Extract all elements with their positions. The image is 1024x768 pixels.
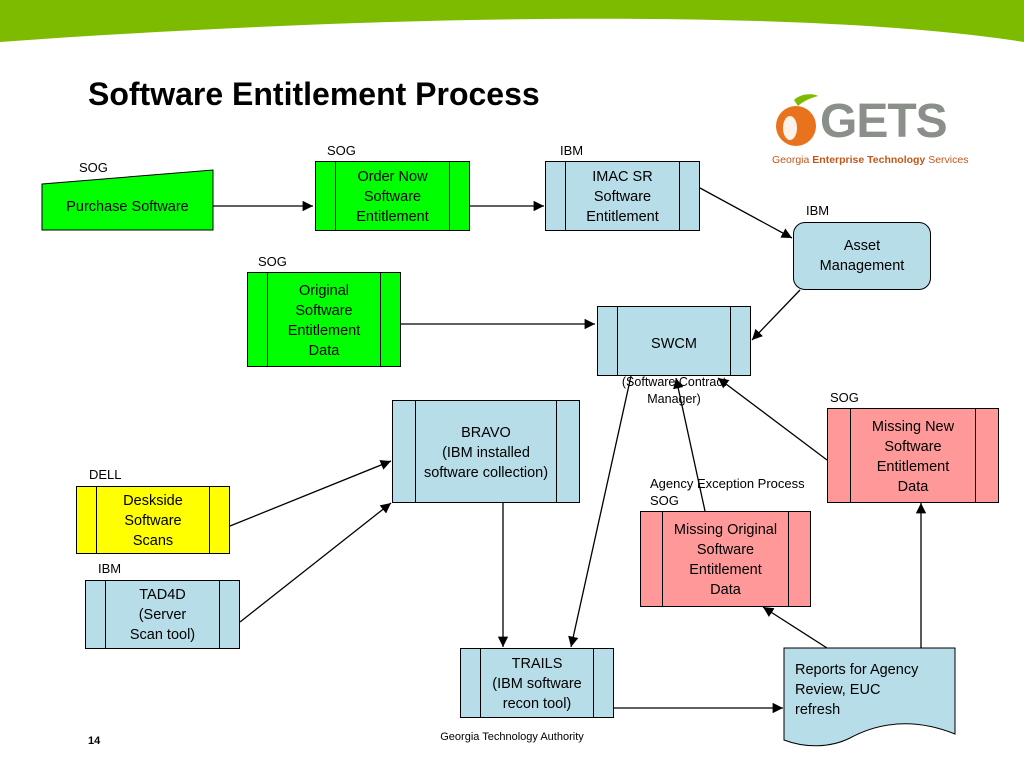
arrow-missing-new-to-swcm	[717, 377, 828, 461]
swcm-box: SWCM (Software Contract Manager)	[597, 306, 751, 406]
tad4d-label: TAD4D (Server Scan tool)	[129, 587, 196, 643]
logo-wordmark: GETS	[820, 95, 948, 148]
order-now-owner-tag: SOG	[327, 143, 356, 158]
reports-box: Reports for Agency Review, EUC refresh	[795, 660, 955, 722]
reports-label: Reports for Agency Review, EUC refresh	[795, 662, 919, 718]
bravo-box: BRAVO (IBM installed software collection…	[392, 400, 580, 503]
missing-original-box: Missing Original Software Entitlement Da…	[640, 511, 811, 607]
missing-new-box: Missing New Software Entitlement Data	[827, 408, 999, 503]
purchase-software-box: Purchase Software	[42, 193, 213, 221]
asset-owner-tag: IBM	[806, 203, 830, 218]
agency-exception-tag: Agency Exception Process	[650, 476, 805, 491]
deskside-box: Deskside Software Scans	[76, 486, 230, 554]
deskside-label: Deskside Software Scans	[123, 493, 183, 549]
trails-box: TRAILS (IBM software recon tool)	[460, 648, 614, 718]
page-title: Software Entitlement Process	[88, 76, 540, 112]
orange-logo-icon	[776, 94, 818, 146]
tad4d-box: TAD4D (Server Scan tool)	[85, 580, 240, 649]
missing-original-label: Missing Original Software Entitlement Da…	[673, 522, 778, 598]
page-number: 14	[88, 735, 101, 747]
top-banner	[0, 0, 1024, 42]
missing-new-owner-tag: SOG	[830, 390, 859, 405]
footer-text: Georgia Technology Authority	[440, 731, 584, 743]
imac-box: IMAC SR Software Entitlement	[545, 161, 700, 231]
arrow-imac-to-asset	[699, 187, 793, 239]
tad4d-owner-tag: IBM	[98, 561, 122, 576]
purchase-software-label: Purchase Software	[66, 199, 189, 215]
asset-management-box: Asset Management	[793, 222, 931, 290]
arrow-deskside-to-bravo	[229, 460, 392, 527]
arrow-asset-to-swcm	[751, 289, 801, 341]
arrow-reports-to-missing-original	[762, 606, 828, 649]
original-data-label: Original Software Entitlement Data	[287, 283, 361, 359]
arrow-swcm-to-trails	[568, 375, 632, 648]
swcm-label: SWCM	[651, 336, 697, 352]
reports-document-shape	[783, 647, 956, 747]
order-now-box: Order Now Software Entitlement	[315, 161, 470, 231]
purchase-owner-tag: SOG	[79, 160, 108, 175]
deskside-owner-tag: DELL	[89, 467, 122, 482]
original-data-box: Original Software Entitlement Data	[247, 272, 401, 367]
order-now-label: Order Now Software Entitlement	[356, 169, 429, 225]
asset-management-label: Asset Management	[819, 238, 905, 274]
imac-label: IMAC SR Software Entitlement	[586, 169, 659, 225]
logo-subtitle: Georgia Enterprise Technology Services	[772, 154, 969, 166]
arrow-missing-original-to-swcm	[673, 377, 706, 512]
missing-new-label: Missing New Software Entitlement Data	[871, 419, 955, 495]
purchase-software-shape	[41, 169, 214, 231]
swcm-sublabel: (Software Contract Manager)	[621, 375, 727, 406]
missing-original-owner-tag: SOG	[650, 493, 679, 508]
arrow-tad4d-to-bravo	[239, 502, 392, 623]
bravo-label: BRAVO (IBM installed software collection…	[423, 425, 549, 481]
original-owner-tag: SOG	[258, 254, 287, 269]
trails-label: TRAILS (IBM software recon tool)	[492, 656, 582, 712]
gets-logo: GETS Georgia Enterprise Technology Servi…	[772, 92, 982, 172]
imac-owner-tag: IBM	[560, 143, 584, 158]
